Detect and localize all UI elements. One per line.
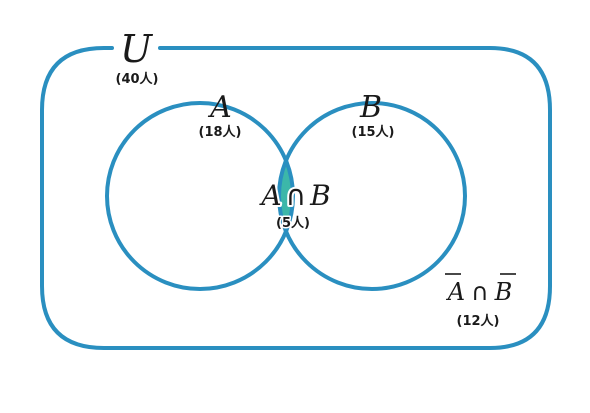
universe-count: (40人) [116, 71, 159, 87]
intersection-count: (5人) [276, 215, 310, 231]
circle-a [105, 101, 295, 291]
circle-b [277, 101, 467, 291]
intersection-right-letter: B [309, 179, 331, 212]
intersection-left-letter: A [258, 179, 281, 212]
intersection-symbol: ∩ [286, 179, 307, 212]
complement-count: (12人) [457, 313, 500, 329]
complement-right-letter: B [494, 278, 513, 306]
complement-left-letter: A [446, 278, 465, 306]
complement-label: A∩B [446, 278, 513, 306]
intersection-label: A∩B [258, 179, 330, 212]
set-a-count: (18人) [199, 124, 242, 140]
universe-letter: U [120, 27, 154, 71]
set-b-count: (15人) [352, 124, 395, 140]
set-b-letter: B [359, 90, 382, 125]
universe-frame [40, 46, 552, 350]
set-a-letter: A [207, 90, 232, 125]
complement-symbol: ∩ [471, 278, 489, 306]
